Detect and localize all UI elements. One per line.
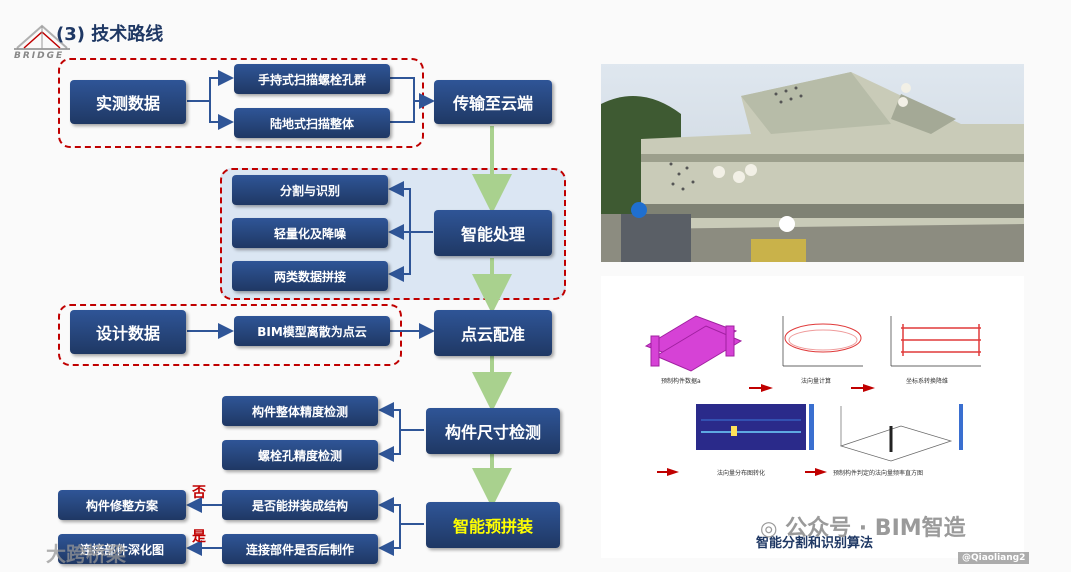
dimension-check-box: 构件尺寸检测 bbox=[426, 408, 560, 454]
label-yes: 是 bbox=[192, 526, 206, 546]
label-no: 否 bbox=[192, 482, 206, 502]
fig-label-d: 法向量分布图转化 bbox=[717, 468, 765, 477]
wechat-watermark: ◎ 公众号 · BIM智造 bbox=[760, 510, 966, 542]
cloud-transfer-box: 传输至云端 bbox=[434, 80, 552, 124]
smart-preassembly-box: 智能预拼装 bbox=[426, 502, 560, 548]
handle-watermark: @Qiaoliang2 bbox=[958, 552, 1029, 564]
bim-discretize-box: BIM模型离散为点云 bbox=[234, 316, 390, 346]
wechat-watermark-text: 公众号 · BIM智造 bbox=[785, 516, 966, 541]
wechat-icon: ◎ bbox=[760, 516, 777, 540]
overall-accuracy-box: 构件整体精度检测 bbox=[222, 396, 378, 426]
steel-girder-photo bbox=[601, 64, 1024, 262]
fig-label-e: 预制构件判定的法向量频率直方图 bbox=[833, 468, 923, 477]
scan-handheld-box: 手持式扫描螺栓孔群 bbox=[234, 64, 390, 94]
fig-label-c: 坐标系转换降维 bbox=[906, 376, 948, 385]
next-made-box: 连接部件是否后制作 bbox=[222, 534, 378, 564]
registration-box: 点云配准 bbox=[434, 310, 552, 356]
segment-recognize-box: 分割与识别 bbox=[232, 175, 388, 205]
lightweight-denoise-box: 轻量化及降噪 bbox=[232, 218, 388, 248]
fig-label-a: 预制构件数据a bbox=[661, 376, 701, 385]
smart-processing-box: 智能处理 bbox=[434, 210, 552, 256]
site-photo bbox=[601, 64, 1024, 262]
design-data-box: 设计数据 bbox=[70, 310, 186, 354]
can-assemble-box: 是否能拼装成结构 bbox=[222, 490, 378, 520]
left-watermark: 大跨桥梁 bbox=[46, 538, 126, 567]
measured-data-box: 实测数据 bbox=[70, 80, 186, 124]
two-type-stitch-box: 两类数据拼接 bbox=[232, 261, 388, 291]
fig-label-b: 法向量计算 bbox=[801, 376, 831, 385]
repair-plan-box: 构件修整方案 bbox=[58, 490, 186, 520]
bolt-accuracy-box: 螺栓孔精度检测 bbox=[222, 440, 378, 470]
scan-ground-box: 陆地式扫描整体 bbox=[234, 108, 390, 138]
